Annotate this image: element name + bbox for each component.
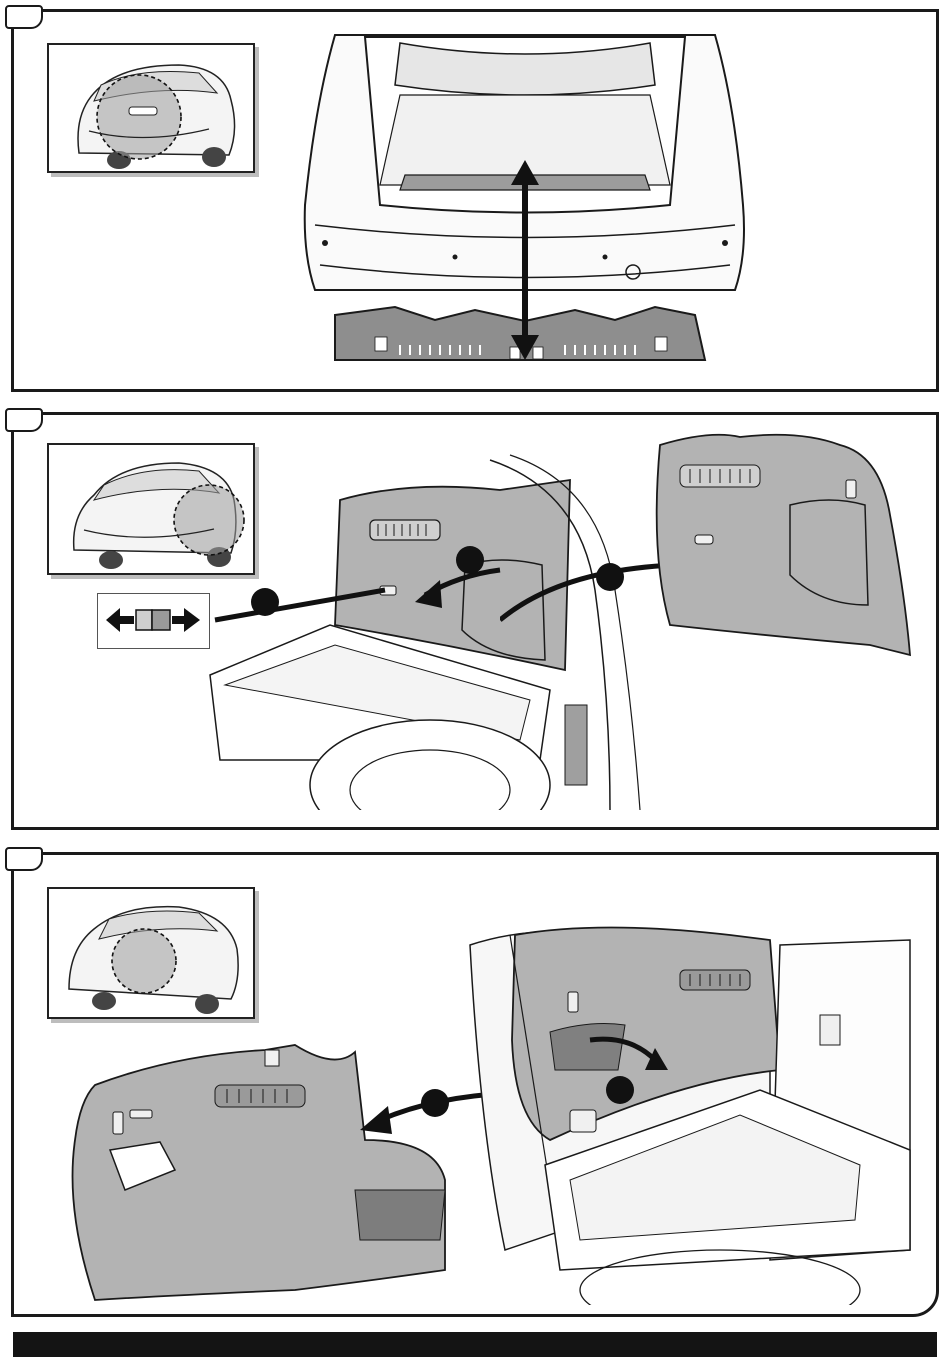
callout-circle-icon (596, 563, 624, 591)
step-2-number-tab (5, 408, 43, 432)
step-1-vehicle-rear-drawing (295, 25, 755, 385)
step-1-number-tab (5, 5, 43, 29)
step-2-removed-panel-drawing (500, 425, 920, 665)
arrow-left-icon (360, 1106, 392, 1134)
vehicle-rear-thumbnail-icon (49, 889, 253, 1017)
footer-bar (13, 1332, 937, 1357)
callout-circle-icon (251, 588, 279, 616)
callout-circle-icon (421, 1089, 449, 1117)
callout-circle-icon (456, 546, 484, 574)
step-3-trunk-side-drawing (300, 920, 920, 1305)
callout-circle-icon (606, 1076, 634, 1104)
step-3-number-tab (5, 847, 43, 871)
step-3-vehicle-thumbnail (47, 887, 255, 1019)
step-1-vehicle-thumbnail (47, 43, 255, 173)
vehicle-rear-thumbnail-icon (49, 45, 253, 171)
